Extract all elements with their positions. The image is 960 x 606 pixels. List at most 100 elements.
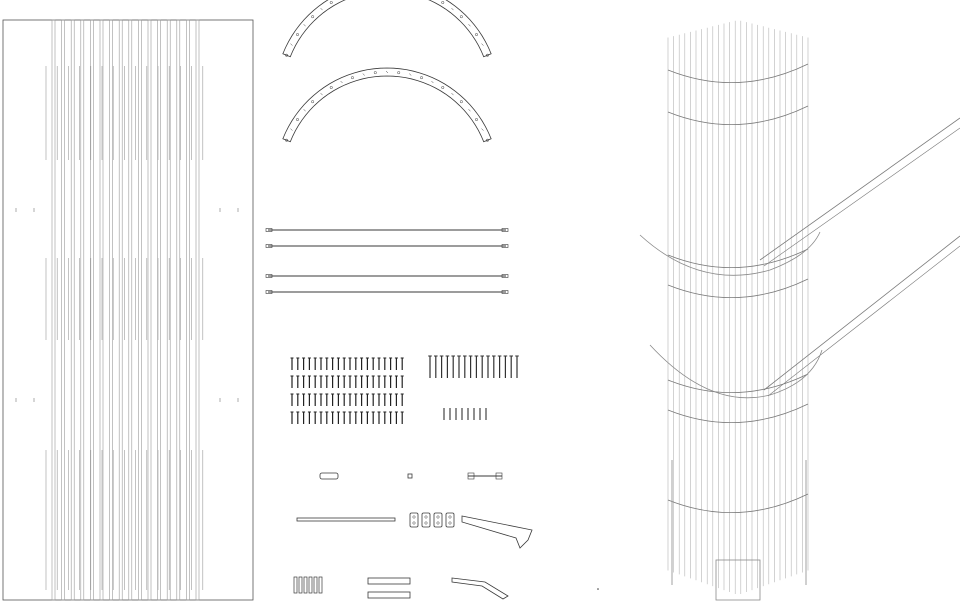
level-rail: [649, 344, 823, 399]
panel-strip: [118, 19, 123, 601]
assembled-column-view: [639, 20, 960, 601]
panel-strip: [157, 19, 161, 601]
panel-outline: [2, 19, 254, 601]
column-ring: [667, 105, 809, 126]
rail-mark: [290, 43, 293, 46]
small-nut: [407, 473, 413, 479]
bracket-plate: [409, 512, 419, 528]
rail-hole: [420, 76, 423, 80]
rail-hole: [441, 1, 445, 4]
panel-strip: [51, 19, 56, 601]
panel-strip: [80, 19, 85, 601]
peg: [293, 576, 298, 594]
bracket-hole: [412, 521, 416, 525]
panel-strip: [109, 19, 113, 601]
rail-hole: [475, 33, 478, 37]
rod-end: [501, 290, 509, 294]
panel-strip: [195, 19, 200, 601]
column-ring: [667, 63, 809, 84]
curved-rails: [282, 0, 492, 143]
panel-strip: [147, 19, 152, 601]
rail-mark: [481, 128, 484, 131]
panel-strip: [61, 19, 65, 601]
panel-strip: [138, 19, 142, 601]
rail-mark: [468, 24, 471, 27]
rail-hole: [329, 1, 333, 4]
bracket-hole: [412, 515, 416, 519]
tension-rods: [265, 228, 509, 294]
rail-mark: [409, 73, 412, 76]
rail-outline: [282, 67, 492, 143]
support-cable: [763, 235, 960, 391]
rail-mark: [451, 7, 454, 11]
peg: [298, 576, 303, 594]
rail-mark: [303, 109, 306, 112]
bracket-hole: [448, 515, 452, 519]
panel-strip: [166, 19, 171, 601]
rail-mark: [320, 92, 323, 96]
bracket-hole: [424, 521, 428, 525]
peg: [313, 576, 318, 594]
rod-end: [265, 244, 273, 248]
rail-mark: [451, 92, 454, 96]
rail-mark: [468, 109, 471, 112]
rail-mark: [340, 80, 343, 84]
column-ring: [667, 373, 809, 394]
rail-hole: [311, 100, 315, 104]
peg: [303, 576, 308, 594]
rail-hole: [485, 138, 489, 142]
rail-hole: [373, 71, 377, 75]
tension-rod: [265, 290, 509, 294]
rail-mark: [320, 7, 323, 11]
column-ring: [667, 248, 809, 269]
plate-strip: [367, 591, 411, 599]
rail-hole: [285, 138, 289, 142]
rod-end: [501, 244, 509, 248]
clevis-end: [495, 472, 503, 480]
tension-rod: [265, 244, 509, 248]
rail-mark: [362, 73, 365, 76]
hardware-parts: [293, 472, 599, 600]
rail-hole: [311, 15, 315, 19]
bracket-hole: [424, 515, 428, 519]
panel-strip: [70, 19, 75, 601]
panel-strip: [128, 19, 133, 601]
curved-rail: [282, 0, 492, 58]
panel-strip: [90, 19, 94, 601]
rail-hole: [329, 86, 333, 89]
screw-set: [290, 355, 519, 424]
support-cable: [763, 127, 960, 267]
rod-end: [265, 274, 273, 278]
bracket-plate: [445, 512, 455, 528]
level-rail: [639, 231, 821, 276]
rod-end: [265, 228, 273, 232]
rail-outline: [282, 0, 492, 58]
clevis-end: [467, 472, 475, 480]
flat-panel-sheet: [2, 19, 254, 601]
peg: [318, 576, 323, 594]
rail-mark: [431, 80, 434, 84]
rail-hole: [296, 118, 299, 122]
rail-hole: [485, 53, 489, 57]
bracket-hole: [448, 521, 452, 525]
spacer-bar: [296, 517, 396, 522]
tension-rod: [265, 228, 509, 232]
turnbuckle: [319, 472, 339, 480]
rail-mark: [481, 43, 484, 46]
support-cable: [767, 245, 960, 397]
support-cable: [759, 117, 960, 261]
rail-mark: [303, 24, 306, 27]
rod-end: [501, 228, 509, 232]
column-ring: [667, 278, 809, 299]
curved-clip: [451, 577, 509, 600]
rail-hole: [351, 76, 354, 80]
peg: [308, 576, 313, 594]
rod-end: [501, 274, 509, 278]
panel-strip: [186, 19, 190, 601]
bracket-plate: [421, 512, 431, 528]
curved-rail: [282, 67, 492, 143]
column-ring: [667, 403, 809, 424]
column-base: [715, 559, 761, 601]
bracket-hole: [436, 521, 440, 525]
